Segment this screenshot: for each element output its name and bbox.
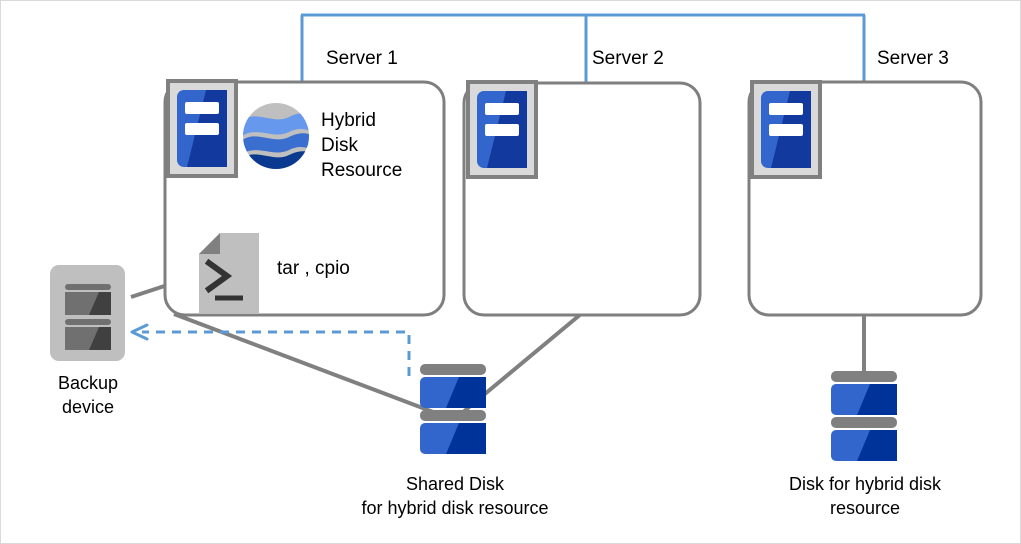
server-1-label: Server 1: [326, 48, 398, 69]
hybrid-disk-resource-icon: [243, 103, 309, 169]
dashed-backup-arrow: [130, 323, 411, 376]
hybrid-disk-resource-label: Hybrid Disk Resource: [321, 110, 403, 181]
hybrid-disk-label: Disk for hybrid disk resource: [788, 474, 942, 518]
script-terminal-icon: [199, 233, 259, 313]
tar-cpio-label: tar , cpio: [277, 258, 350, 279]
shared-disk-label: Shared Disk for hybrid disk resource: [361, 474, 549, 518]
disk-stack-icon: [831, 371, 897, 461]
interconnect-bus: [300, 13, 866, 83]
backup-device-icon: [50, 265, 125, 361]
server-icon: [750, 80, 822, 179]
server-2-label: Server 2: [592, 48, 664, 69]
server-3-label: Server 3: [877, 48, 949, 69]
disk-stack-icon: [420, 364, 486, 454]
server-icon: [466, 80, 538, 179]
backup-device-label: Backup device: [57, 373, 119, 417]
server-icon: [166, 79, 238, 178]
